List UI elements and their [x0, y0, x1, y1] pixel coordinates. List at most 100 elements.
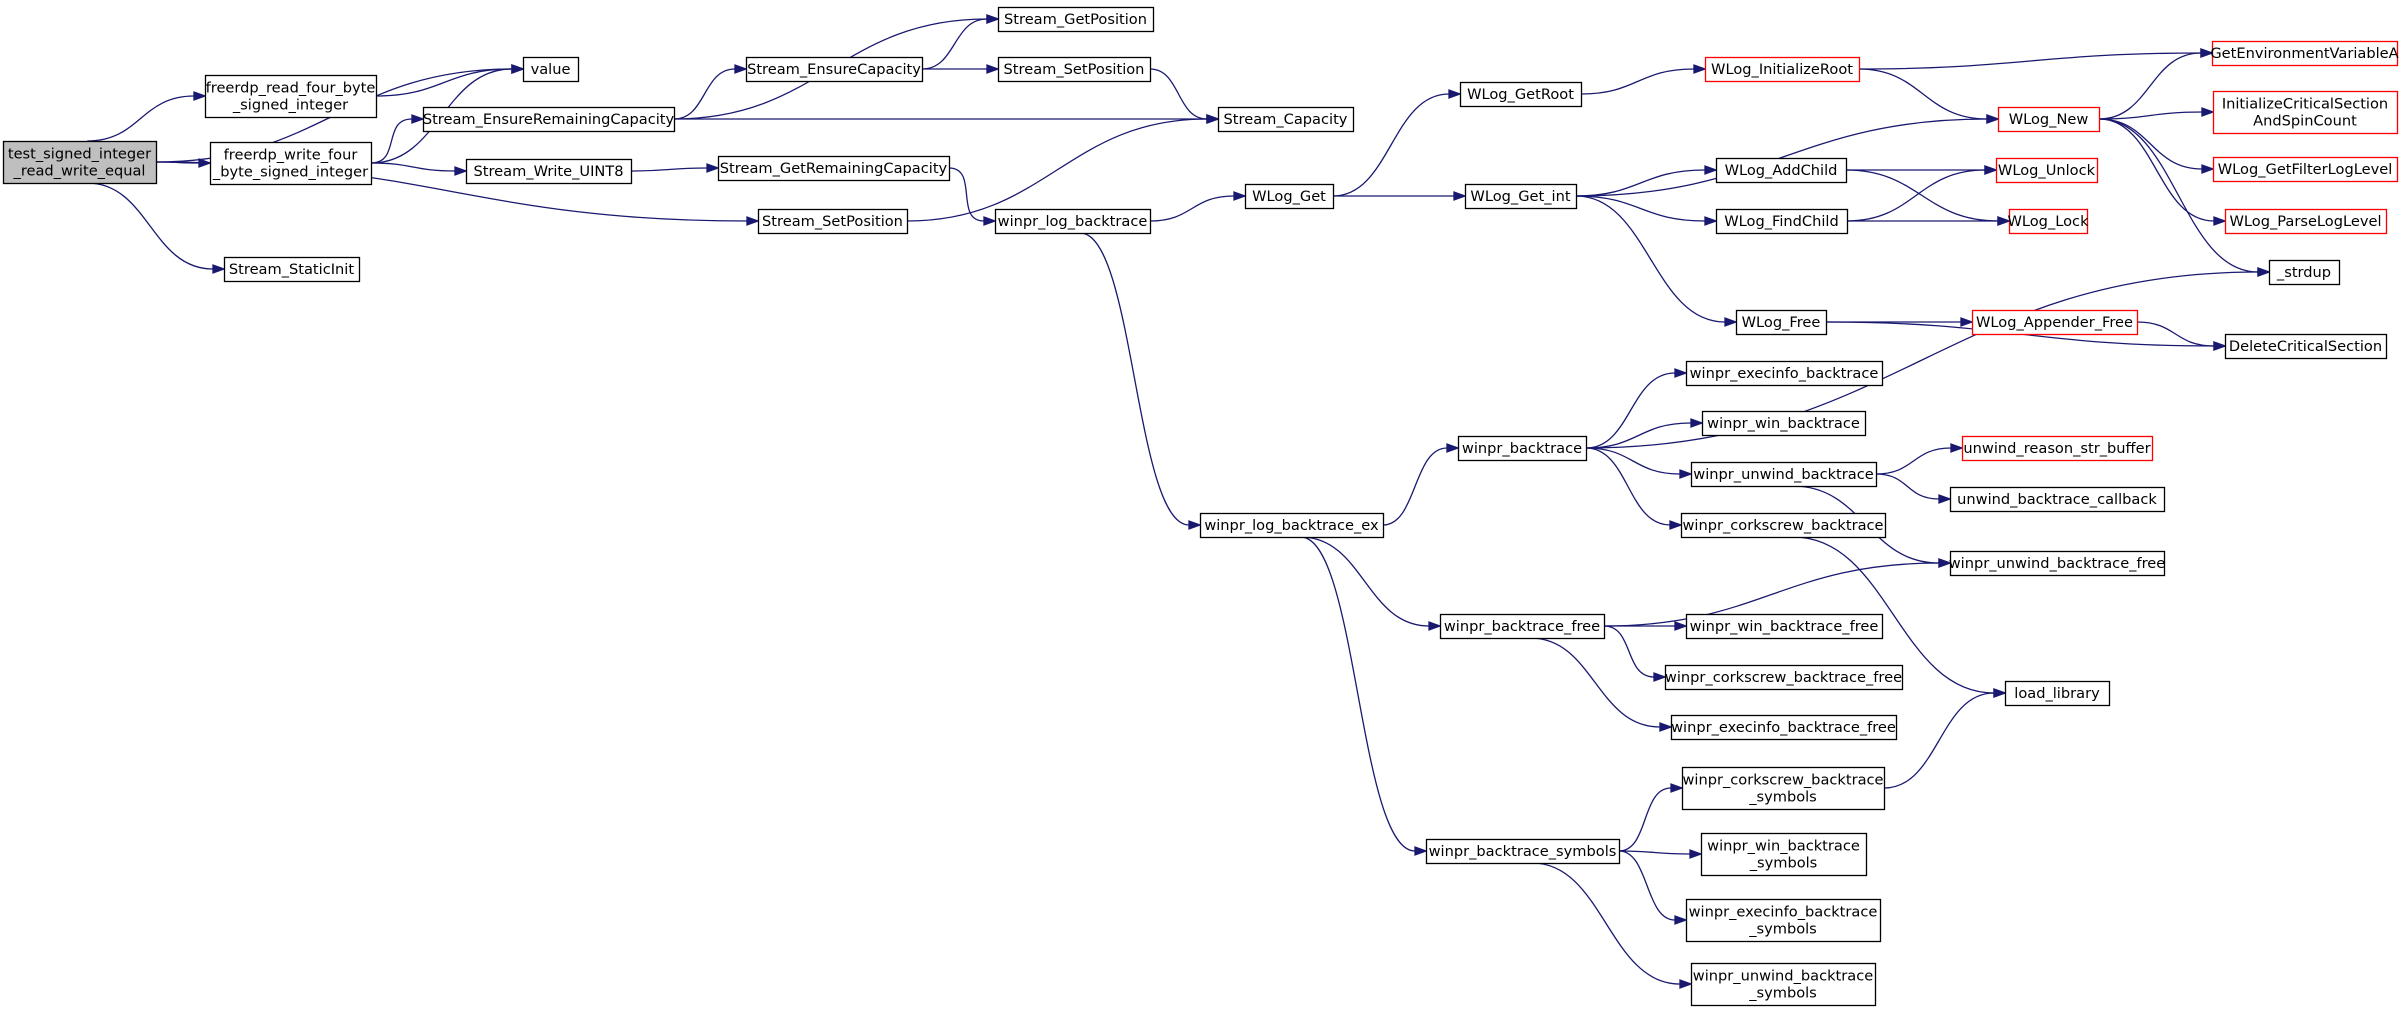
node-win-bt[interactable]: winpr_win_backtrace — [1701, 410, 1867, 437]
node-label: _symbols — [1749, 855, 1818, 872]
node-label: winpr_execinfo_backtrace — [1689, 904, 1878, 921]
node-win-bt-sym[interactable]: winpr_win_backtrace_symbols — [1700, 832, 1868, 877]
edge-arrowhead — [986, 14, 1000, 24]
edge-line — [1845, 169, 1999, 222]
edge-fr-write-to-stream-write-uint8 — [370, 162, 468, 176]
edge-arrowhead — [1674, 915, 1688, 925]
node-stream-get-remaining[interactable]: Stream_GetRemainingCapacity — [717, 155, 951, 182]
node-fr-write[interactable]: freerdp_write_four_byte_signed_integer — [209, 141, 373, 186]
edge-line — [87, 95, 195, 142]
edge-arrowhead — [511, 64, 525, 74]
node-wlog-lock[interactable]: WLog_Lock — [2007, 208, 2089, 235]
node-label: Stream_GetPosition — [1004, 11, 1147, 28]
edge-wlog-new-to-init-cs — [2098, 107, 2215, 120]
node-wlog-unlock[interactable]: WLog_Unlock — [1995, 157, 2099, 184]
node-wlog-free[interactable]: WLog_Free — [1735, 309, 1828, 336]
node-box — [1459, 81, 1583, 108]
node-stream-ensure-cap[interactable]: Stream_EnsureCapacity — [745, 56, 924, 83]
edge-line — [1603, 625, 1655, 678]
edge-winpr-bt-to-strdup — [1585, 267, 2271, 449]
node-execinfo-bt-free[interactable]: winpr_execinfo_backtrace_free — [1670, 714, 1898, 741]
edge-line — [1300, 536, 1416, 852]
edge-arrowhead — [1986, 114, 2000, 124]
node-execinfo-bt-sym[interactable]: winpr_execinfo_backtrace_symbols — [1685, 898, 1882, 943]
node-stream-write-uint8[interactable]: Stream_Write_UINT8 — [465, 158, 633, 185]
node-box — [204, 74, 378, 119]
node-label: winpr_win_backtrace — [1707, 838, 1860, 855]
node-label: Stream_Write_UINT8 — [473, 163, 623, 180]
node-strdup[interactable]: _strdup — [2268, 259, 2341, 286]
node-wlog-appender-free[interactable]: WLog_Appender_Free — [1971, 309, 2139, 336]
node-execinfo-bt[interactable]: winpr_execinfo_backtrace — [1685, 360, 1884, 387]
node-unwind-cb[interactable]: unwind_backtrace_callback — [1949, 486, 2166, 513]
edge-winpr-bt-to-corkscrew-bt — [1585, 447, 1683, 530]
node-wlog-parse[interactable]: WLog_ParseLogLevel — [2224, 208, 2388, 235]
nodes-layer: test_signed_integer_read_write_equal valu… — [2, 6, 2399, 1007]
edge-arrowhead — [1689, 849, 1703, 859]
node-fr-read[interactable]: freerdp_read_four_byte_signed_integer — [204, 74, 378, 119]
node-wlog-find-child[interactable]: WLog_FindChild — [1715, 208, 1849, 235]
node-unwind-bt-sym[interactable]: winpr_unwind_backtrace_symbols — [1690, 962, 1877, 1007]
node-delete-cs[interactable]: DeleteCriticalSection — [2224, 333, 2388, 360]
node-wlog-get-int[interactable]: WLog_Get_int — [1464, 183, 1578, 210]
edge-arrowhead — [2201, 107, 2215, 117]
node-stream-capacity[interactable]: Stream_Capacity — [1217, 106, 1355, 133]
node-box — [1704, 56, 1861, 83]
node-label: WLog_InitializeRoot — [1711, 61, 1853, 78]
edge-line — [1858, 68, 1988, 120]
edge-wlog-init-root-to-wlog-new — [1858, 68, 2000, 124]
node-load-library[interactable]: load_library — [2004, 680, 2111, 707]
node-stream-set-pos-b[interactable]: Stream_SetPosition — [997, 56, 1152, 83]
node-corkscrew-bt-sym[interactable]: winpr_corkscrew_backtrace_symbols — [1681, 766, 1886, 811]
node-stream-ensure-remaining[interactable]: Stream_EnsureRemainingCapacity — [423, 106, 676, 133]
edge-line — [1585, 372, 1676, 449]
node-winpr-log-bt[interactable]: winpr_log_backtrace — [994, 208, 1152, 235]
node-corkscrew-bt-free[interactable]: winpr_corkscrew_backtrace_free — [1664, 664, 1904, 691]
node-box — [1995, 157, 2099, 184]
node-value[interactable]: value — [522, 56, 580, 83]
node-wlog-get-root[interactable]: WLog_GetRoot — [1459, 81, 1583, 108]
node-label: winpr_backtrace_free — [1444, 618, 1600, 635]
node-box — [2212, 90, 2399, 135]
node-winpr-bt-symbols[interactable]: winpr_backtrace_symbols — [1425, 838, 1621, 865]
edge-winpr-log-bt-to-wlog-get — [1149, 191, 1247, 222]
node-wlog-add-child[interactable]: WLog_AddChild — [1715, 157, 1848, 184]
edge-line — [2098, 118, 2203, 170]
node-stream-set-pos-a[interactable]: Stream_SetPosition — [757, 208, 909, 235]
node-box — [994, 208, 1152, 235]
edge-arrowhead — [411, 114, 425, 124]
node-win-bt-free[interactable]: winpr_win_backtrace_free — [1685, 613, 1884, 640]
node-get-env[interactable]: GetEnvironmentVariableA — [2210, 40, 2399, 67]
node-unwind-bt-free[interactable]: winpr_unwind_backtrace_free — [1949, 550, 2166, 577]
edge-winpr-log-bt-ex-to-winpr-bt — [1382, 443, 1460, 526]
node-label: unwind_reason_str_buffer — [1963, 440, 2150, 457]
node-label: winpr_corkscrew_backtrace — [1682, 517, 1883, 534]
node-wlog-init-root[interactable]: WLog_InitializeRoot — [1704, 56, 1861, 83]
node-stream-static-init[interactable]: Stream_StaticInit — [223, 256, 361, 283]
node-box — [1735, 309, 1828, 336]
node-label: InitializeCriticalSection — [2222, 96, 2388, 113]
edge-wlog-new-to-wlog-filter — [2098, 118, 2215, 174]
node-wlog-filter[interactable]: WLog_GetFilterLogLevel — [2212, 156, 2399, 183]
node-box — [1425, 838, 1621, 865]
edge-arrowhead — [1724, 317, 1738, 327]
node-winpr-bt[interactable]: winpr_backtrace — [1457, 435, 1588, 462]
edge-line — [1080, 232, 1190, 526]
edge-winpr-bt-free-to-unwind-bt-free — [1603, 558, 1952, 627]
edge-line — [2098, 111, 2203, 120]
node-unwind-reason[interactable]: unwind_reason_str_buffer — [1961, 435, 2154, 462]
node-unwind-bt[interactable]: winpr_unwind_backtrace — [1690, 461, 1878, 488]
edge-arrowhead — [734, 64, 748, 74]
node-stream-get-pos[interactable]: Stream_GetPosition — [997, 6, 1155, 33]
edge-winpr-bt-symbols-to-execinfo-bt-sym — [1618, 850, 1688, 925]
edge-line — [1875, 473, 1940, 500]
node-label: _strdup — [2276, 264, 2331, 281]
node-label: winpr_win_backtrace_free — [1690, 618, 1879, 635]
node-wlog-new[interactable]: WLog_New — [1997, 106, 2101, 133]
node-test-rw[interactable]: test_signed_integer_read_write_equal — [2, 140, 158, 185]
node-winpr-log-bt-ex[interactable]: winpr_log_backtrace_ex — [1199, 512, 1385, 539]
node-wlog-get[interactable]: WLog_Get — [1244, 183, 1335, 210]
node-corkscrew-bt[interactable]: winpr_corkscrew_backtrace — [1680, 512, 1887, 539]
node-winpr-bt-free[interactable]: winpr_backtrace_free — [1439, 613, 1606, 640]
